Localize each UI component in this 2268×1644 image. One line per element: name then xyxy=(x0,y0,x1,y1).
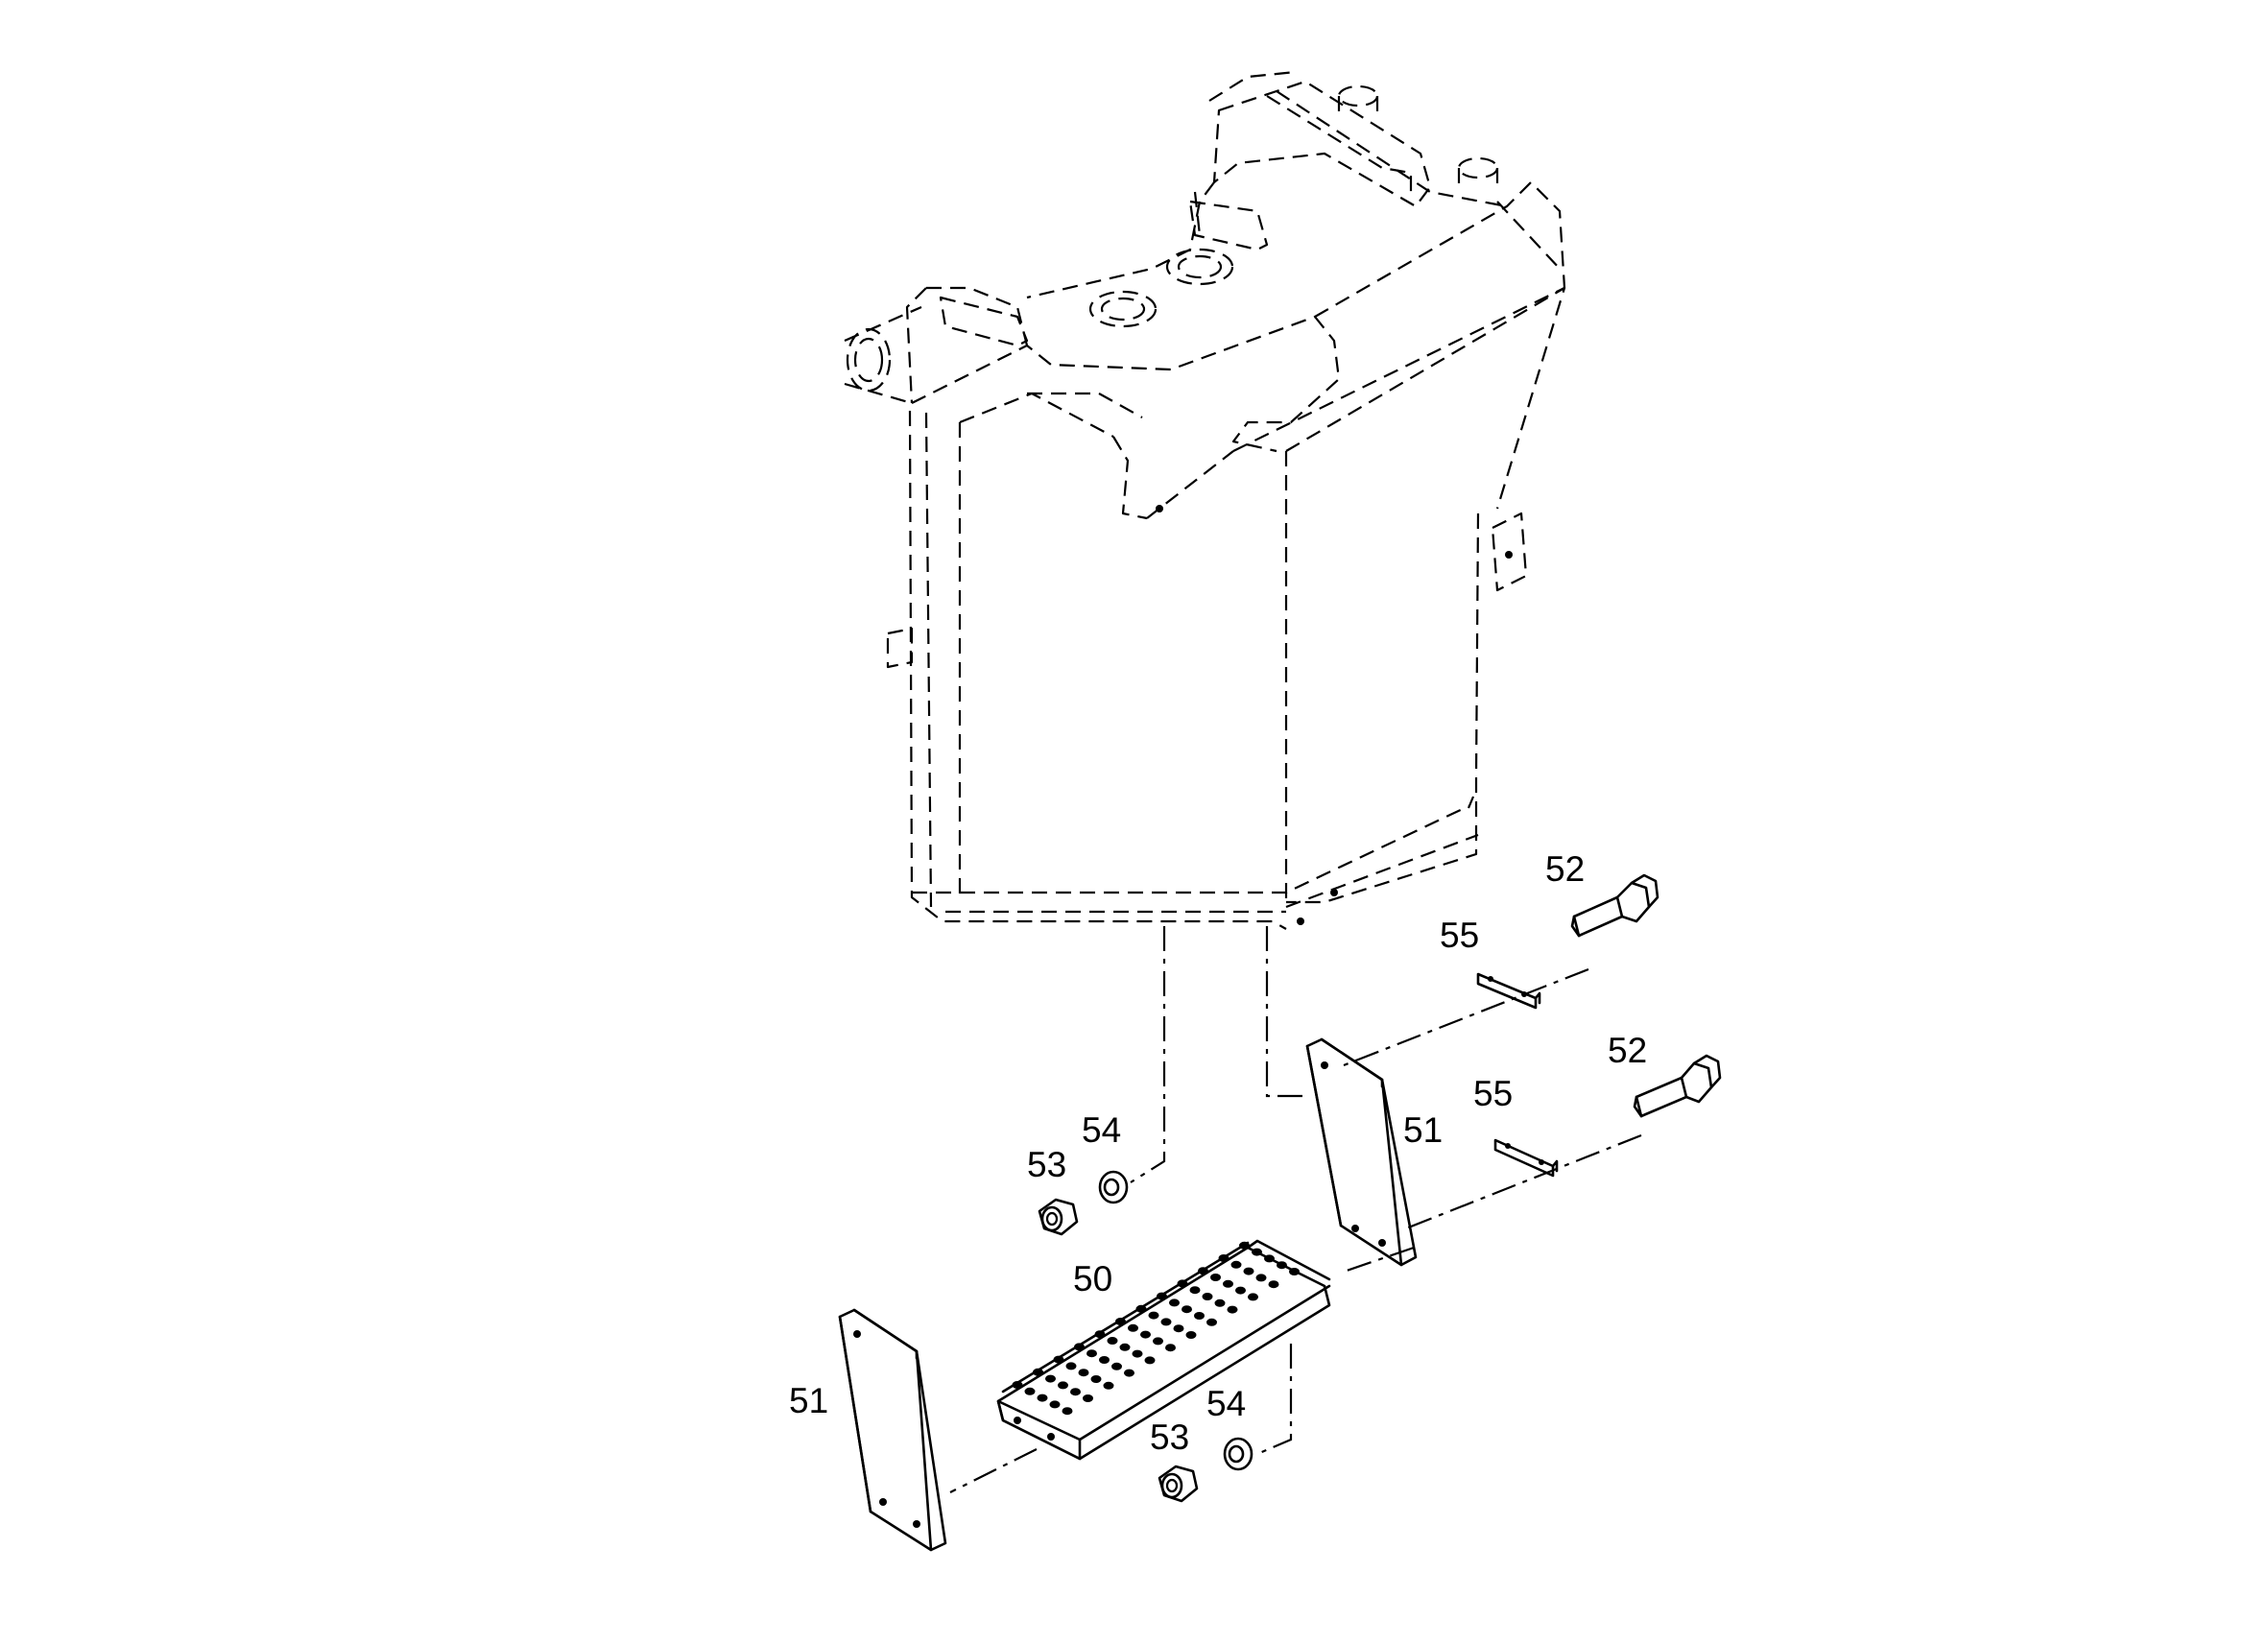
perforation-hole xyxy=(1012,1381,1023,1389)
perforation-hole xyxy=(1058,1381,1068,1390)
washer-upper xyxy=(1098,1170,1129,1204)
perforation-hole xyxy=(1065,1362,1077,1370)
perforation-hole xyxy=(1132,1349,1143,1358)
washer-lower xyxy=(1223,1437,1253,1471)
perforation-hole xyxy=(1230,1260,1242,1269)
perforation-hole xyxy=(1160,1318,1172,1326)
bracket-right xyxy=(1305,1037,1418,1267)
perforation-hole xyxy=(1235,1286,1246,1295)
perforation-hole xyxy=(1210,1274,1221,1281)
perforation-hole xyxy=(1223,1279,1233,1288)
perforation-hole xyxy=(1202,1293,1213,1300)
callout-shim-lower: 55 xyxy=(1473,1074,1513,1113)
perforation-hole xyxy=(1198,1267,1208,1275)
perforation-hole xyxy=(1045,1374,1056,1383)
callout-labels: 50 51 51 52 52 53 53 54 54 55 55 xyxy=(789,849,1647,1457)
perforation-hole xyxy=(1140,1330,1151,1339)
perforation-hole xyxy=(1182,1305,1192,1314)
perforation-hole xyxy=(1124,1369,1134,1377)
perforation-hole xyxy=(1099,1356,1110,1364)
perforation-hole xyxy=(1177,1279,1188,1288)
perforation-hole xyxy=(1268,1280,1279,1289)
perforation-hole xyxy=(1053,1355,1064,1364)
perforation-hole xyxy=(1243,1267,1254,1275)
perforation-hole xyxy=(1103,1381,1114,1390)
perforation-hole xyxy=(1169,1299,1180,1307)
perforation-hole xyxy=(1227,1305,1238,1314)
perforation-hole xyxy=(1252,1248,1262,1256)
perforation-hole xyxy=(1153,1337,1163,1346)
callout-washer-lower: 54 xyxy=(1206,1384,1246,1423)
perforation-hole xyxy=(1144,1356,1156,1365)
perforation-hole xyxy=(1194,1312,1205,1320)
step-plate-perforations xyxy=(1012,1241,1300,1416)
perforation-hole xyxy=(1094,1330,1106,1339)
perforation-hole xyxy=(1165,1344,1176,1352)
perforation-hole xyxy=(1248,1293,1258,1301)
perforation-hole xyxy=(1185,1331,1197,1339)
callout-bracket-lower-left: 51 xyxy=(789,1381,828,1420)
callout-bolt-lower: 52 xyxy=(1608,1031,1647,1070)
perforation-hole xyxy=(1111,1362,1122,1370)
perforation-hole xyxy=(1070,1388,1081,1396)
perforation-hole xyxy=(1289,1268,1300,1275)
bracket-lower-left xyxy=(838,1308,947,1552)
perforation-hole xyxy=(1083,1394,1093,1402)
callout-nut-lower: 53 xyxy=(1150,1418,1189,1457)
perforation-hole xyxy=(1157,1292,1167,1300)
perforation-hole xyxy=(1206,1318,1217,1326)
tank-assembly xyxy=(844,70,1566,930)
perforation-hole xyxy=(1255,1274,1267,1282)
perforation-hole xyxy=(1049,1400,1061,1409)
perforation-hole xyxy=(1078,1369,1089,1377)
assembly-center-lines xyxy=(949,926,1642,1493)
perforation-hole xyxy=(1239,1241,1250,1250)
perforation-hole xyxy=(1218,1254,1229,1262)
bolt-upper xyxy=(1570,873,1659,938)
nut-upper xyxy=(1038,1198,1079,1236)
step-plate xyxy=(996,1239,1331,1461)
perforation-hole xyxy=(1074,1343,1085,1351)
perforation-hole xyxy=(1062,1407,1073,1416)
perforation-hole xyxy=(1264,1254,1275,1263)
perforation-hole xyxy=(1173,1324,1184,1333)
shim-lower xyxy=(1493,1138,1559,1178)
perforation-hole xyxy=(1037,1394,1048,1402)
shim-upper xyxy=(1476,972,1541,1010)
perforation-hole xyxy=(1148,1311,1159,1320)
callout-bracket-right: 51 xyxy=(1403,1110,1443,1150)
perforation-hole xyxy=(1214,1299,1226,1307)
callout-bolt-upper: 52 xyxy=(1545,849,1585,889)
perforation-hole xyxy=(1086,1349,1097,1358)
perforation-hole xyxy=(1024,1387,1036,1395)
perforation-hole xyxy=(1115,1318,1126,1325)
perforation-hole xyxy=(1277,1261,1287,1270)
nut-lower xyxy=(1158,1465,1199,1503)
perforation-hole xyxy=(1107,1337,1118,1345)
perforation-hole xyxy=(1189,1286,1201,1295)
perforation-hole xyxy=(1128,1323,1138,1332)
bolt-lower xyxy=(1633,1054,1722,1118)
perforation-hole xyxy=(1135,1304,1147,1313)
perforation-hole xyxy=(1090,1375,1102,1383)
perforation-hole xyxy=(1119,1343,1131,1351)
callout-washer-upper: 54 xyxy=(1082,1110,1121,1150)
callout-shim-upper: 55 xyxy=(1440,916,1479,955)
callout-nut-upper: 53 xyxy=(1027,1145,1066,1184)
callout-step-plate: 50 xyxy=(1073,1259,1112,1299)
perforation-hole xyxy=(1033,1368,1043,1376)
